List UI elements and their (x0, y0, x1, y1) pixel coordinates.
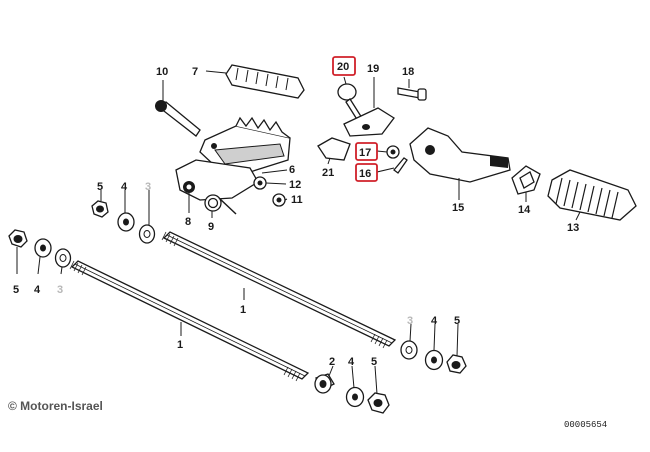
watermark-text: © Motoren-Israel (8, 399, 103, 413)
callout-5[interactable]: 5 (13, 284, 19, 296)
callout-16[interactable]: 16 (359, 168, 371, 180)
callout-12[interactable]: 12 (289, 179, 301, 191)
callout-18[interactable]: 18 (402, 66, 414, 78)
nut-lower-left[interactable] (8, 229, 28, 248)
callout-21[interactable]: 21 (322, 167, 334, 179)
callout-1[interactable]: 1 (240, 304, 246, 316)
callout-2[interactable]: 2 (329, 356, 335, 368)
callout-7[interactable]: 7 (192, 66, 198, 78)
callout-14[interactable]: 14 (518, 204, 531, 216)
nut-upper-right[interactable] (446, 354, 467, 374)
bolt-18[interactable] (397, 87, 427, 101)
footrest-rubber-left[interactable] (225, 64, 305, 99)
leader-lines (16, 70, 581, 395)
washer-upper-left[interactable] (117, 212, 135, 232)
spring-left[interactable] (204, 194, 237, 215)
pivot-pin-left[interactable] (155, 100, 201, 137)
callout-17[interactable]: 17 (359, 147, 371, 159)
callout-5[interactable]: 5 (97, 181, 103, 193)
callout-13[interactable]: 13 (567, 222, 579, 234)
bushing-14[interactable] (511, 165, 541, 195)
callout-3[interactable]: 3 (145, 181, 151, 193)
footrest-bracket-15[interactable] (409, 127, 511, 183)
callout-4[interactable]: 4 (34, 284, 41, 296)
washer-thin-upper-left[interactable] (138, 224, 156, 244)
washer-upper-right[interactable] (424, 349, 444, 371)
highlight-box-17 (355, 142, 378, 161)
highlight-box-20 (332, 56, 356, 76)
callout-5[interactable]: 5 (371, 356, 377, 368)
clip-17[interactable] (386, 145, 400, 159)
nut-upper-left[interactable] (91, 200, 109, 218)
callout-1[interactable]: 1 (177, 339, 183, 351)
rod-lower[interactable] (69, 260, 310, 382)
footrest-rubber-right[interactable] (547, 169, 637, 221)
washer-thin-upper-right[interactable] (400, 340, 418, 360)
washer-thin-lower-left[interactable] (54, 248, 72, 268)
cover-21[interactable] (317, 137, 351, 161)
small-nut-12[interactable] (253, 176, 267, 190)
callout-4[interactable]: 4 (431, 315, 438, 327)
nut-lower-right[interactable] (367, 392, 390, 414)
callout-5[interactable]: 5 (454, 315, 460, 327)
callout-8[interactable]: 8 (185, 216, 191, 228)
shift-lever-knob[interactable] (337, 83, 363, 122)
callout-10[interactable]: 10 (156, 66, 168, 78)
callout-4[interactable]: 4 (121, 181, 128, 193)
footrest-peg-left[interactable] (199, 116, 291, 173)
washer-lower-left[interactable] (34, 238, 52, 258)
callout-6[interactable]: 6 (289, 164, 295, 176)
rod-upper[interactable] (161, 231, 397, 349)
callout-4[interactable]: 4 (348, 356, 355, 368)
pin-16[interactable] (393, 157, 408, 174)
callout-9[interactable]: 9 (208, 221, 214, 233)
callout-15[interactable]: 15 (452, 202, 464, 214)
bushing-lower-right[interactable] (314, 373, 335, 394)
washer-lower-right[interactable] (345, 386, 365, 408)
callout-3[interactable]: 3 (407, 315, 413, 327)
callout-20[interactable]: 20 (337, 61, 349, 73)
callout-3[interactable]: 3 (57, 284, 63, 296)
bracket-left[interactable] (175, 159, 259, 201)
highlight-box-16 (355, 163, 378, 182)
diagram-number: 00005654 (564, 420, 608, 430)
small-nut-11[interactable] (272, 193, 286, 207)
bracket-right[interactable] (343, 107, 395, 137)
callout-19[interactable]: 19 (367, 63, 379, 75)
callout-11[interactable]: 11 (291, 194, 303, 206)
